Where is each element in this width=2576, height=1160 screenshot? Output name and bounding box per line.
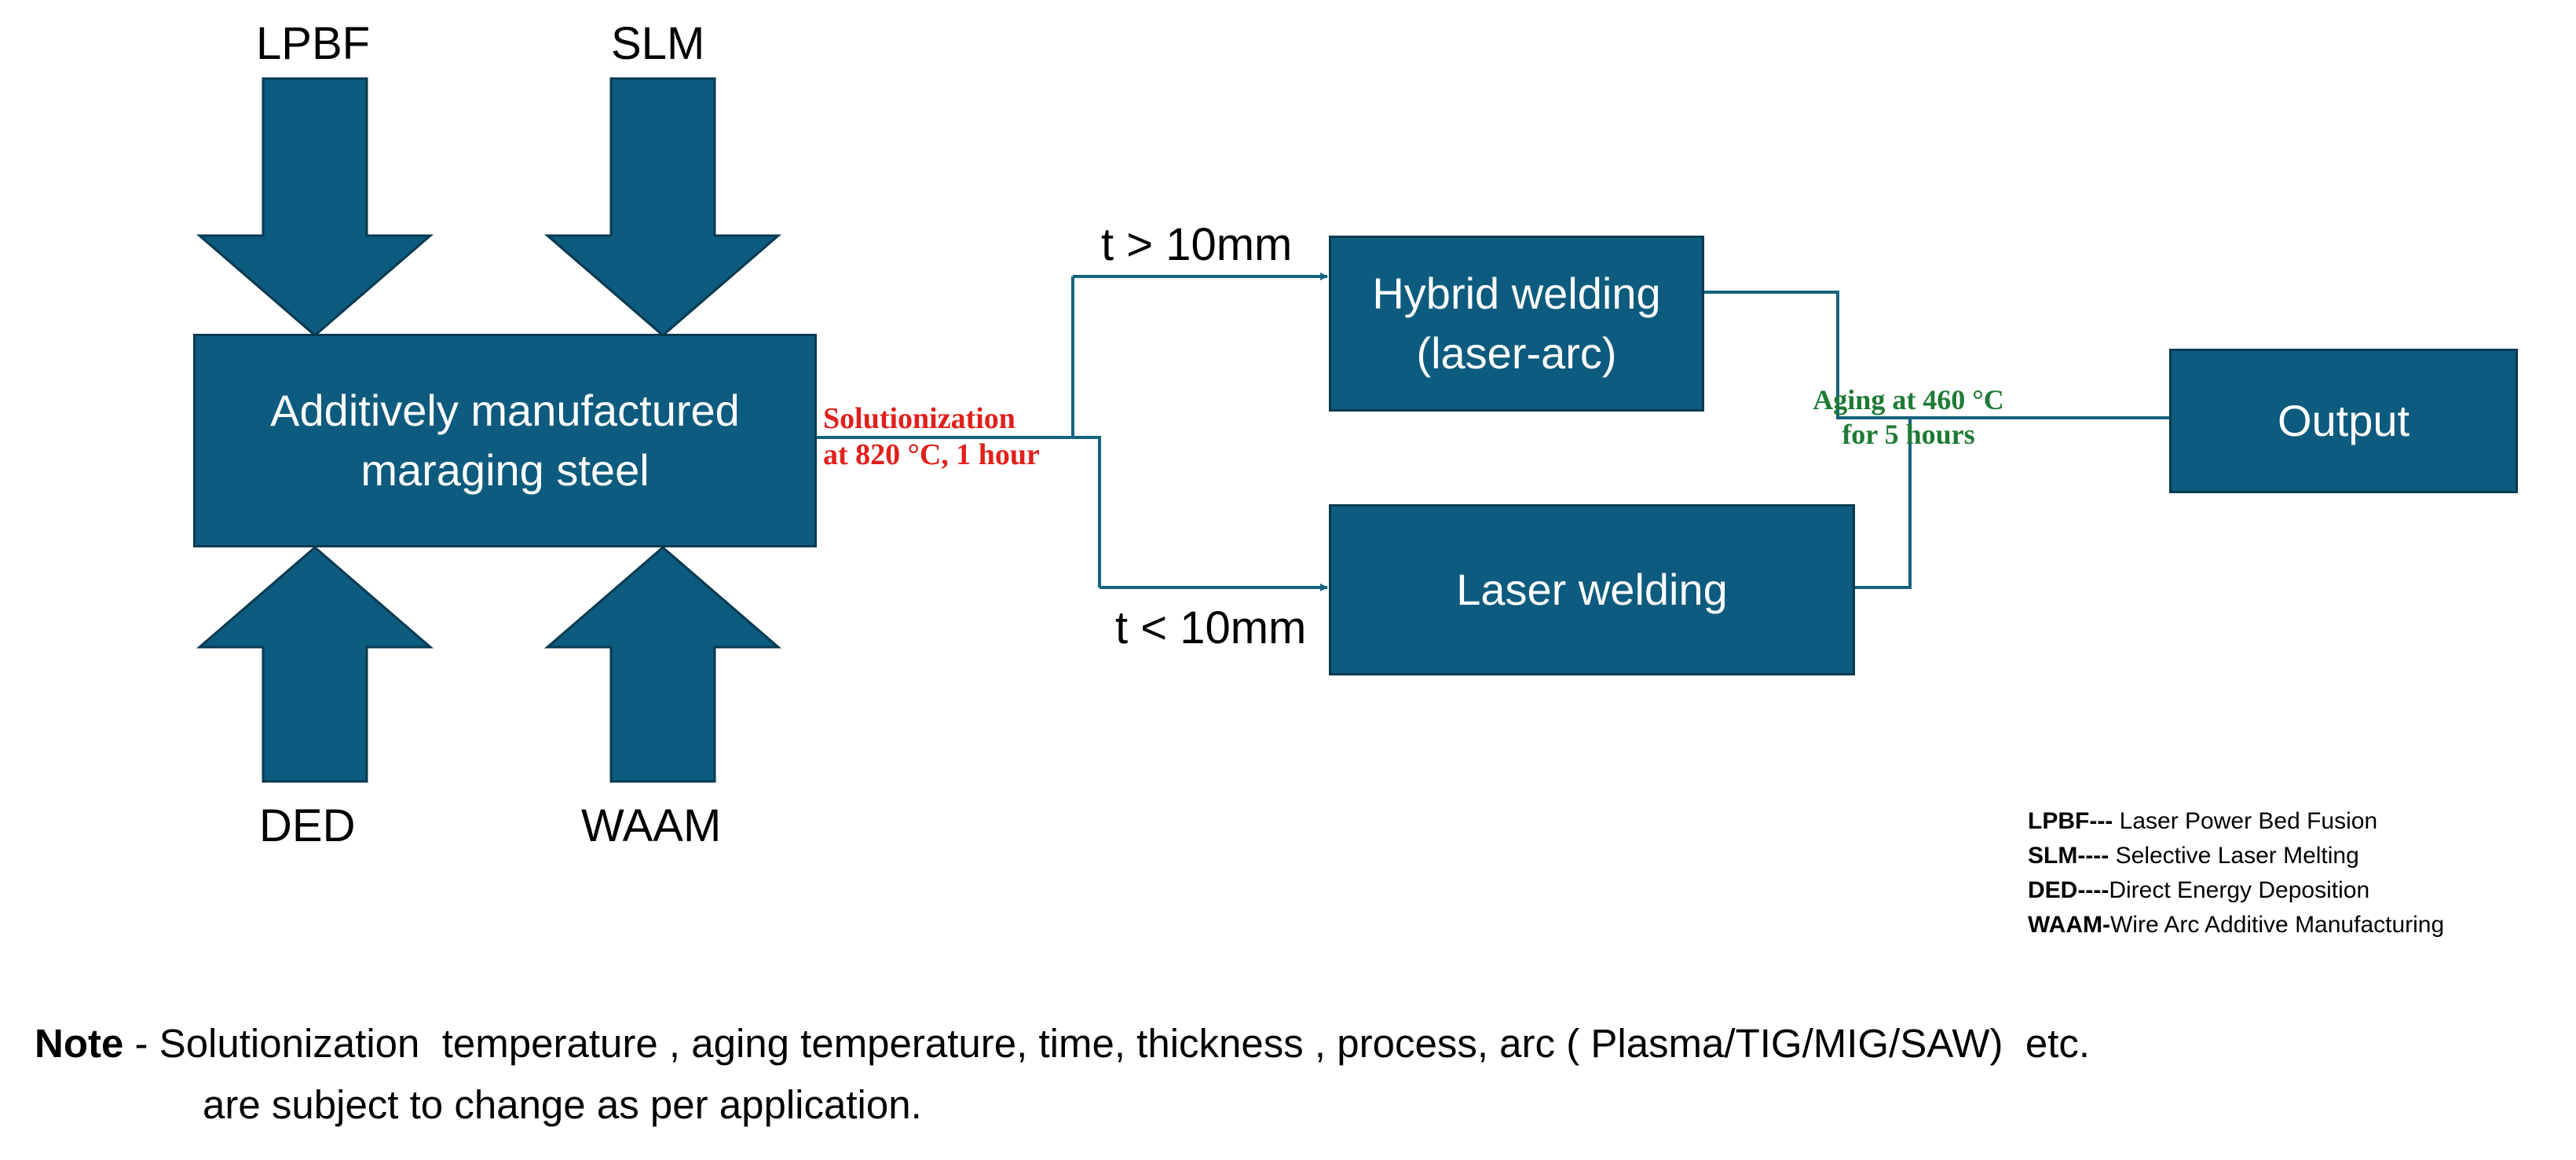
note-separator: - (123, 1021, 159, 1066)
connector-main-to-branches (815, 276, 1101, 587)
label-slm: SLM (611, 18, 705, 69)
note-label: Note (35, 1021, 124, 1066)
hybrid-box-line1: Hybrid welding (1372, 269, 1661, 319)
connector-laser-to-output (1855, 418, 1912, 589)
arrow-down-slm (543, 77, 782, 337)
solutionization-label: Solutionization at 820 °C, 1 hour (823, 401, 1040, 474)
note-line1: Note - Solutionization temperature , agi… (35, 1013, 2090, 1074)
connector-hybrid-to-output (1704, 291, 2169, 419)
label-thickness-less: t < 10mm (1115, 602, 1307, 653)
hybrid-box-line2: (laser-arc) (1416, 328, 1617, 378)
main-box-line2: maraging steel (360, 445, 649, 495)
label-ded: DED (259, 800, 356, 851)
box-hybrid-welding: Hybrid welding (laser-arc) (1329, 236, 1704, 412)
box-additively-manufactured-steel: Additively manufactured maraging steel (193, 334, 817, 547)
footnote: Note - Solutionization temperature , agi… (35, 1013, 2090, 1136)
note-text-line2: are subject to change as per application… (203, 1082, 922, 1127)
arrow-down-lpbf (196, 77, 434, 337)
legend-item: WAAM-Wire Arc Additive Manufacturing (2028, 912, 2445, 938)
main-box-line1: Additively manufactured (270, 386, 740, 436)
aging-label: Aging at 460 °C for 5 hours (1813, 383, 2003, 452)
aging-line1: Aging at 460 °C (1813, 384, 2004, 415)
box-output: Output (2169, 349, 2518, 493)
box-laser-welding: Laser welding (1329, 504, 1855, 675)
solutionization-line2: at 820 °C, 1 hour (823, 438, 1040, 472)
abbreviation-legend: LPBF--- Laser Power Bed Fusion SLM---- S… (2028, 804, 2444, 942)
label-thickness-greater: t > 10mm (1101, 219, 1293, 270)
arrow-up-waam (543, 546, 782, 783)
legend-item: DED----Direct Energy Deposition (2028, 877, 2370, 903)
laser-box-label: Laser welding (1456, 565, 1728, 615)
note-text-line1: Solutionization temperature , aging temp… (159, 1021, 2091, 1066)
solutionization-line1: Solutionization (823, 402, 1015, 435)
arrow-up-ded (196, 546, 434, 783)
label-lpbf: LPBF (256, 18, 371, 69)
legend-item: LPBF--- Laser Power Bed Fusion (2028, 808, 2378, 834)
aging-line2: for 5 hours (1842, 418, 1975, 450)
output-box-label: Output (2277, 396, 2410, 446)
label-waam: WAAM (581, 800, 722, 851)
legend-item: SLM---- Selective Laser Melting (2028, 843, 2359, 869)
